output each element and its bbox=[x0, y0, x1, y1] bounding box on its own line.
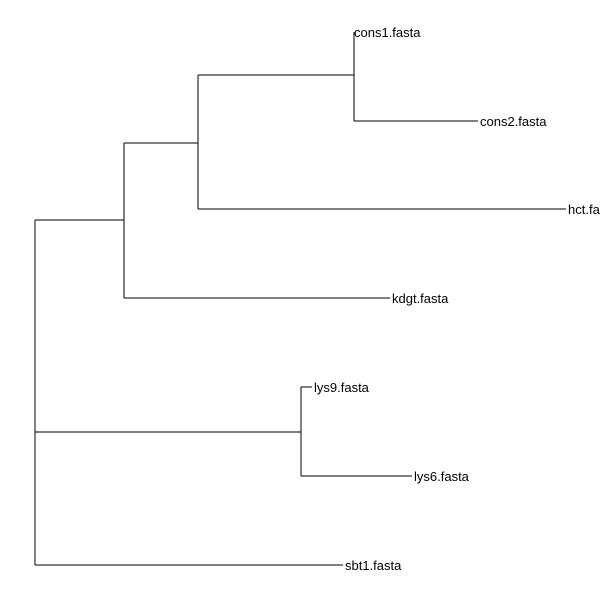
leaf-label-hct: hct.fasta bbox=[568, 202, 600, 217]
leaf-label-kdgt: kdgt.fasta bbox=[392, 291, 449, 306]
leaf-label-cons1: cons1.fasta bbox=[354, 25, 421, 40]
leaf-label-lys6: lys6.fasta bbox=[414, 469, 470, 484]
leaf-label-lys9: lys9.fasta bbox=[314, 380, 370, 395]
leaf-label-sbt1: sbt1.fasta bbox=[345, 558, 402, 573]
leaf-label-cons2: cons2.fasta bbox=[480, 114, 547, 129]
